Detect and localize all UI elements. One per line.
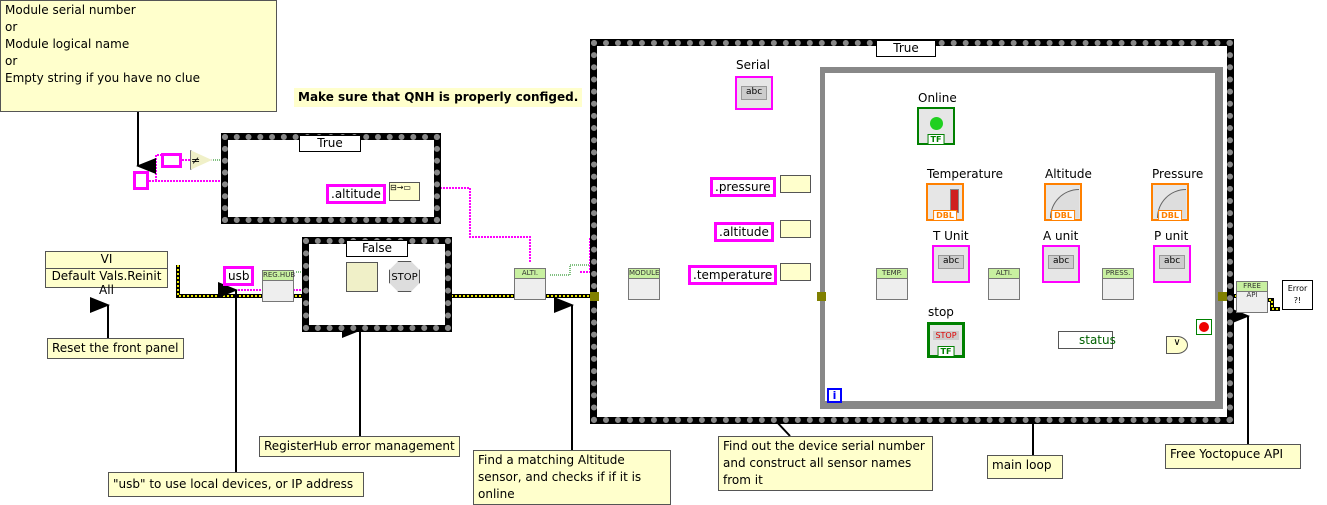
empty-string-constant <box>161 153 182 168</box>
free-api-node: FREE API <box>1236 281 1268 313</box>
comment-find-alt: Find a matching Altitude sensor, and che… <box>473 450 671 505</box>
temperature-constant: .temperature <box>688 265 778 285</box>
a-unit-indicator: abc <box>1042 245 1080 283</box>
tf-type-tag: TF <box>937 346 955 356</box>
tunnel <box>590 292 599 301</box>
concat-string-icon <box>780 220 811 238</box>
pressure-label: Pressure <box>1152 167 1204 181</box>
string-display: abc <box>1048 255 1074 269</box>
invoke-node: VI Default Vals.Reinit All <box>45 251 168 297</box>
comment-main-loop: main loop <box>987 455 1063 479</box>
online-label: Online <box>918 91 957 105</box>
error-dialog-icon <box>346 262 378 292</box>
serial-control[interactable] <box>133 171 149 190</box>
comment-line: or <box>5 54 18 68</box>
stop-label: stop <box>928 305 954 319</box>
module-node: MODULE <box>628 268 660 300</box>
node-label: MODULE <box>629 269 660 279</box>
a-unit-label: A unit <box>1043 229 1079 243</box>
stop-icon: STOP <box>389 261 420 292</box>
comment-line: Module serial number <box>5 3 136 17</box>
temp-node: TEMP. <box>876 268 908 300</box>
stop-button-text: STOP <box>933 331 959 340</box>
unbundle-status: status <box>1058 331 1116 349</box>
p-unit-label: P unit <box>1154 229 1189 243</box>
comment-input-hint: Module serial number or Module logical n… <box>0 0 277 112</box>
case-selector-3[interactable]: True <box>876 40 936 57</box>
node-label: REG.HUB <box>263 271 296 281</box>
serial-indicator: abc <box>735 76 773 110</box>
comment-line: Empty string if you have no clue <box>5 71 200 85</box>
comment-qnh: Make sure that QNH is properly configed. <box>294 88 583 107</box>
string-display: abc <box>1159 255 1185 269</box>
while-loop <box>820 67 1223 409</box>
dbl-type-tag: DBL <box>1158 210 1182 220</box>
pressure-gauge-indicator: DBL <box>1151 183 1189 221</box>
case-selector-2[interactable]: False <box>346 240 408 257</box>
tunnel <box>817 292 826 301</box>
temperature-label: Temperature <box>927 167 1004 181</box>
comment-line: Module logical name <box>5 37 130 51</box>
string-display: abc <box>938 255 964 269</box>
invoke-class: VI <box>46 252 167 269</box>
loop-iteration-icon: i <box>827 388 842 403</box>
comment-reghub: RegisterHub error management <box>259 436 460 457</box>
alti-node: ALTI. <box>988 268 1020 300</box>
concat-string-icon: ⊟→▭ <box>389 182 420 201</box>
concat-string-icon <box>780 263 811 281</box>
case-selector-1[interactable]: True <box>299 135 361 152</box>
error-handler-icon: Error ?! <box>1282 280 1313 310</box>
comment-usb: "usb" to use local devices, or IP addres… <box>108 472 364 497</box>
case-structure-online <box>590 39 1234 424</box>
node-label: FREE API <box>1237 282 1267 299</box>
altitude-constant-2: .altitude <box>714 222 774 242</box>
tf-type-tag: TF <box>927 134 945 144</box>
comment-line: or <box>5 20 18 34</box>
reghub-node: REG.HUB <box>262 270 296 302</box>
t-unit-label: T Unit <box>933 229 969 243</box>
altitude-label: Altitude <box>1045 167 1092 181</box>
string-display: abc <box>741 86 767 100</box>
tunnel <box>1218 292 1227 301</box>
invoke-method: Default Vals.Reinit All <box>51 269 162 297</box>
usb-constant: usb <box>223 266 255 286</box>
online-led-indicator: TF <box>917 107 955 145</box>
node-label: ALTI. <box>989 269 1019 279</box>
concat-string-icon <box>780 175 811 193</box>
temperature-indicator: DBL <box>926 183 964 221</box>
node-label: ALTI. <box>515 269 545 279</box>
loop-condition-icon <box>1196 319 1212 335</box>
comment-reset: Reset the front panel <box>47 338 184 359</box>
dbl-type-tag: DBL <box>1051 210 1075 220</box>
press-node: PRESS. <box>1102 268 1134 300</box>
node-label: TEMP. <box>877 269 907 279</box>
serial-label: Serial <box>736 58 770 72</box>
altitude-constant-1: .altitude <box>326 184 386 204</box>
altitude-gauge-indicator: DBL <box>1044 183 1082 221</box>
dbl-type-tag: DBL <box>933 210 957 220</box>
t-unit-indicator: abc <box>932 245 970 283</box>
comment-find-serial: Find out the device serial number and co… <box>718 436 933 491</box>
or-icon: ∨ <box>1166 336 1188 354</box>
stop-button-control[interactable]: STOP TF <box>927 322 965 358</box>
pressure-constant: .pressure <box>710 177 776 197</box>
node-label: PRESS. <box>1103 269 1133 279</box>
alti-find-node: ALTI. <box>514 268 546 300</box>
p-unit-indicator: abc <box>1153 245 1191 283</box>
comment-free-api: Free Yoctopuce API <box>1165 444 1301 469</box>
